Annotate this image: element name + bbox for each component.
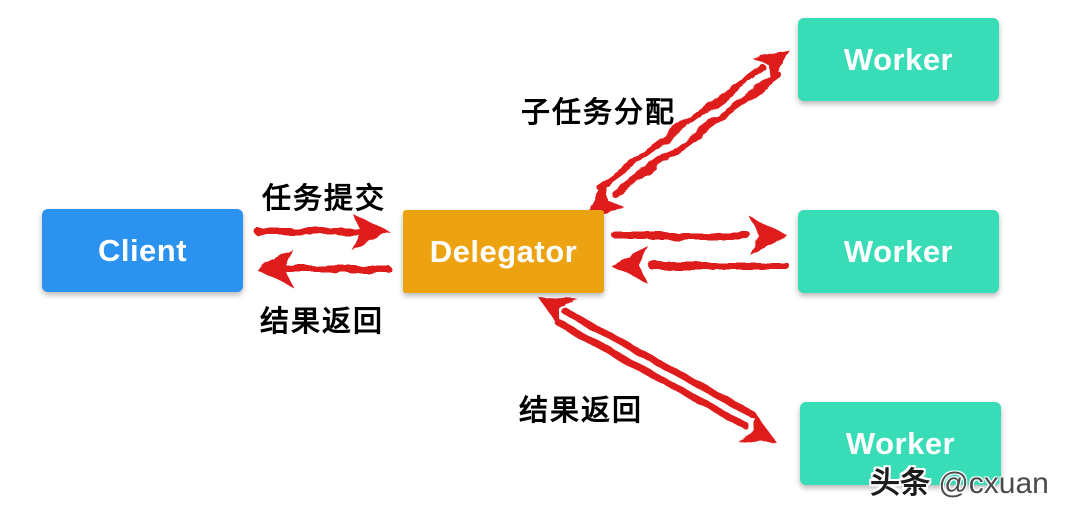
watermark: 头条 @cxuan [870,458,1049,502]
node-client: Client [42,209,243,292]
watermark-handle: @cxuan [938,467,1049,500]
label-task-submit: 任务提交 [262,183,387,215]
node-client-label: Client [97,232,188,268]
node-delegator: Delegator [403,210,604,293]
arrow-worker-middle-to-delegator [610,246,790,284]
label-result-return-bottom: 结果返回 [519,395,644,427]
node-worker-bottom-label: Worker [845,425,956,461]
arrow-delegator-to-client [256,250,392,288]
arrow-client-to-delegator [254,213,390,251]
node-worker-top-label: Worker [843,41,954,77]
label-result-return-left: 结果返回 [260,306,385,338]
node-worker-middle: Worker [798,210,999,293]
node-worker-middle-label: Worker [843,233,954,269]
label-subtask-assign: 子任务分配 [521,97,677,129]
watermark-brand: 头条 [870,467,930,500]
node-worker-top: Worker [798,18,999,101]
node-delegator-label: Delegator [429,233,578,269]
node-worker-bottom: Worker [800,402,1001,485]
arrow-delegator-to-worker-middle [612,217,788,255]
